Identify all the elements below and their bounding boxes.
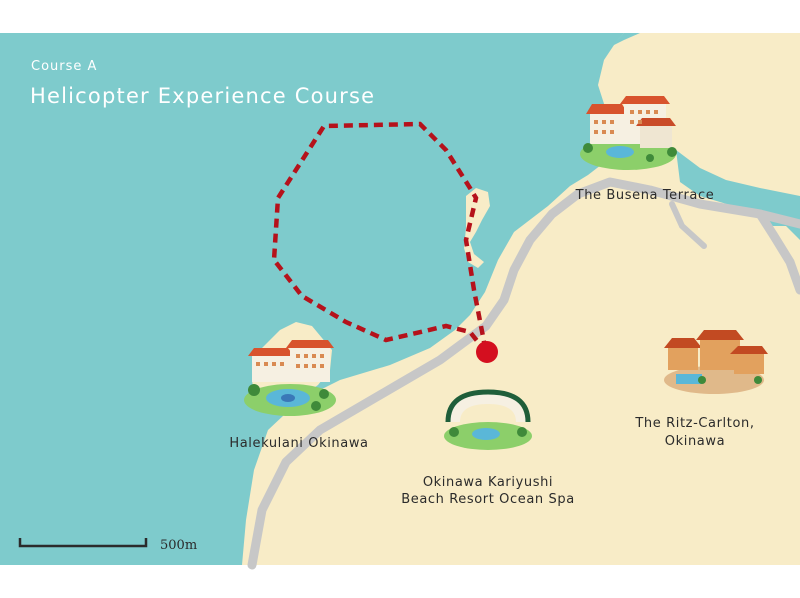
land-islet xyxy=(464,188,490,268)
label-kariyushi-line1: Okinawa Kariyushi xyxy=(423,475,553,490)
label-kariyushi-line2: Beach Resort Ocean Spa xyxy=(401,492,575,507)
helicopter-route xyxy=(271,121,489,354)
kariyushi-hotel-icon xyxy=(444,389,532,450)
label-halekulani: Halekulani Okinawa xyxy=(229,436,368,451)
label-ritz-line1: The Ritz-Carlton, xyxy=(634,416,754,431)
course-label: Course A xyxy=(31,59,97,74)
helipad-marker-icon xyxy=(476,341,498,363)
label-busena: The Busena Terrace xyxy=(575,188,715,203)
page-title: Helicopter Experience Course xyxy=(30,84,375,108)
busena-hotel-icon xyxy=(580,96,677,170)
sea-notch xyxy=(612,33,640,46)
land-mainland xyxy=(242,33,800,565)
halekulani-hotel-icon xyxy=(244,340,336,416)
scale-bar: 500m xyxy=(18,538,197,553)
label-ritz-line2: Okinawa xyxy=(665,434,725,449)
coastal-road xyxy=(247,177,800,570)
branch-road-north xyxy=(669,201,707,249)
scale-label: 500m xyxy=(160,538,197,553)
ritz-hotel-icon xyxy=(664,330,768,394)
branch-road-east xyxy=(755,209,800,295)
